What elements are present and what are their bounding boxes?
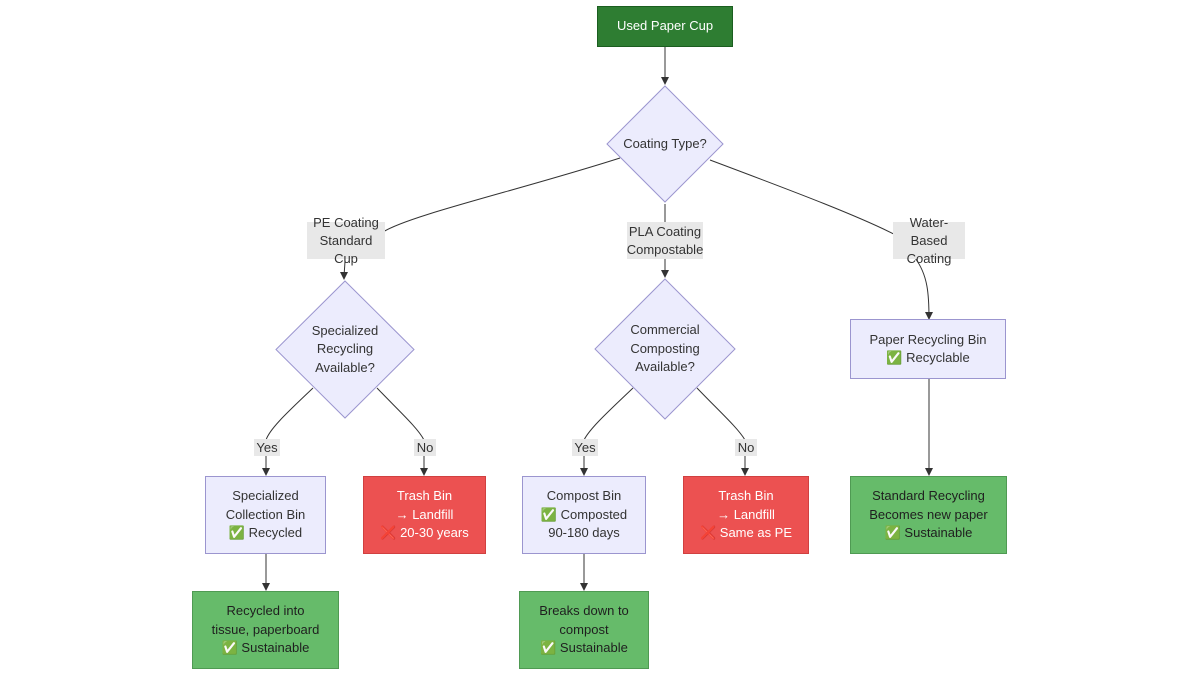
- text-line: PLA Coating: [628, 223, 702, 239]
- text-line: No: [416, 439, 434, 455]
- edge-coating-to-water: [709, 159, 906, 241]
- text-line: Standard Cup: [319, 232, 373, 266]
- text-line: Coating: [906, 250, 952, 266]
- edge-pla-decision-to-yes: [583, 387, 634, 441]
- text-line: Available?: [635, 359, 695, 375]
- text-line: Paper Recycling Bin: [869, 331, 987, 347]
- paper-recycling-bin-node: Paper Recycling Bin ✅ Recyclable: [850, 319, 1006, 379]
- text-line: ❌ 20-30 years: [380, 525, 469, 541]
- text-line: Composting: [630, 340, 700, 356]
- text-line: Compostable: [626, 241, 704, 257]
- trash-bin-pla-node: Trash Bin → Landfill ❌ Same as PE: [683, 476, 809, 554]
- edge-pe-decision-to-no: [376, 387, 425, 441]
- compost-bin-node: Compost Bin ✅ Composted 90-180 days: [522, 476, 646, 554]
- edge-label-pla-no: No: [735, 439, 757, 456]
- text-line: Specialized: [232, 488, 299, 504]
- text-line: ✅ Recyclable: [886, 350, 970, 365]
- text-line: ✅ Recycled: [228, 525, 303, 541]
- text-line: Compost Bin: [546, 488, 622, 504]
- text-line: Commercial: [630, 322, 700, 338]
- text-line: 90-180 days: [548, 525, 620, 541]
- edge-coating-to-pe: [382, 157, 621, 233]
- text-line: ✅ Composted: [540, 506, 628, 522]
- text-line: ✅ Sustainable: [221, 640, 310, 656]
- text-line: ✅ Sustainable: [540, 640, 628, 656]
- start-node: Used Paper Cup: [597, 6, 733, 47]
- coating-type-decision: Coating Type?: [606, 85, 724, 203]
- text-line: Yes: [256, 439, 278, 455]
- edge-pla-decision-to-no: [696, 387, 746, 441]
- edge-pe-label-to-pe-decision: [340, 258, 349, 280]
- diamond-shape: [606, 85, 724, 203]
- text-line: ❌ Same as PE: [699, 525, 793, 541]
- text-line: ✅ Sustainable: [884, 525, 973, 541]
- text-line: Used Paper Cup: [616, 18, 714, 34]
- text-line: compost: [559, 621, 609, 637]
- text-line: Coating Type?: [623, 135, 707, 151]
- text-line: Becomes new paper: [869, 506, 988, 522]
- text-line: Recycled into: [226, 603, 305, 619]
- edge-label-pe-yes: Yes: [254, 439, 280, 456]
- text-line: Recycling: [316, 341, 374, 357]
- text-line: Available?: [315, 359, 375, 375]
- text-line: Water-Based: [909, 214, 949, 248]
- recycled-into-node: Recycled into tissue, paperboard ✅ Sustain…: [192, 591, 339, 669]
- edge-water-label-to-paper-bin: [914, 257, 933, 320]
- coating-type-text: Coating Type?: [606, 85, 724, 203]
- diamond-shape: [275, 280, 415, 419]
- text-line: Collection Bin: [225, 506, 306, 522]
- text-line: No: [737, 439, 755, 455]
- text-line: Trash Bin: [718, 488, 774, 504]
- text-line: → Landfill: [717, 506, 775, 522]
- diamond-shape: [594, 278, 736, 420]
- text-line: Specialized: [311, 322, 379, 338]
- text-line: → Landfill: [395, 506, 454, 522]
- edge-label-pe-no: No: [414, 439, 436, 456]
- edge-label-pla-yes: Yes: [572, 439, 598, 456]
- text-line: Breaks down to: [539, 603, 629, 619]
- text-line: Standard Recycling: [872, 488, 985, 504]
- text-line: tissue, paperboard: [211, 621, 320, 637]
- text-line: PE Coating: [313, 214, 379, 230]
- text-line: Yes: [574, 439, 596, 455]
- breaks-down-to-compost-node: Breaks down to compost ✅ Sustainable: [519, 591, 649, 669]
- text-line: Trash Bin: [396, 488, 453, 504]
- trash-bin-pe-node: Trash Bin → Landfill ❌ 20-30 years: [363, 476, 486, 554]
- edge-pe-decision-to-yes: [265, 387, 314, 441]
